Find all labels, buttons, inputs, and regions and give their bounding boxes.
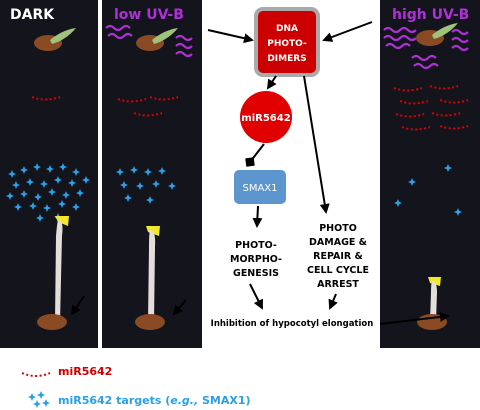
mirna-dark (31, 96, 61, 101)
photomorph-line2: MORPHO- (230, 254, 282, 265)
uv-rays-high (383, 26, 469, 70)
photomorph-line3: GENESIS (233, 268, 279, 279)
mir5642-node: miR5642 (240, 91, 292, 143)
dna-label-line2: PHOTO- (267, 39, 307, 49)
photomorph-line1: PHOTO- (235, 240, 277, 251)
seed-high (416, 23, 458, 46)
panel-dark-title: DARK (10, 7, 55, 23)
mirna-high (393, 85, 469, 131)
smax1-label: SMAX1 (242, 183, 277, 194)
damage-line5: ARREST (317, 279, 359, 290)
legend-targets-example: e.g., (170, 394, 198, 407)
damage-line4: CELL CYCLE (307, 265, 369, 276)
legend-targets-prefix: miR5642 targets ( (58, 394, 170, 407)
mir-node-label: miR5642 (241, 113, 290, 124)
arrow-low-to-dna (207, 29, 254, 44)
panel-dark-background (0, 0, 98, 348)
arrow-dna-to-mir (266, 75, 277, 90)
photomorphogenesis-label: PHOTO- MORPHO- GENESIS (230, 240, 282, 279)
mirna-low (117, 96, 179, 117)
panel-high-uvb: high UV-B (380, 0, 480, 348)
arrow-dna-to-damage (303, 75, 330, 214)
seedling-low (135, 226, 165, 330)
arrow-high-to-dna (322, 21, 373, 42)
arrow-smax1-to-photomorphogenesis (252, 205, 263, 228)
legend-mirna-symbol (21, 372, 51, 377)
panel-dark: DARK (0, 0, 98, 348)
damage-line1: PHOTO (319, 223, 357, 234)
arrow-to-dark-seedling (70, 295, 85, 316)
uv-rays-low (105, 24, 193, 58)
photodamage-label: PHOTO DAMAGE & REPAIR & CELL CYCLE ARRES… (307, 223, 369, 290)
mir-represses-smax1 (245, 143, 265, 167)
seed-low (136, 28, 178, 51)
legend-targets-suffix: SMAX1) (198, 394, 250, 407)
dna-photodimers-node: DNA PHOTO- DIMERS (254, 7, 320, 77)
panel-low-uvb: low UV-B (102, 0, 202, 348)
dna-label-line1: DNA (276, 24, 298, 34)
panel-high-uvb-background (380, 0, 480, 348)
arrow-photomorph-to-outcome (249, 283, 263, 310)
legend-target-symbol (28, 391, 50, 408)
arrow-to-low-seedling (172, 299, 187, 316)
damage-line2: DAMAGE & (309, 237, 367, 248)
dna-label-line3: DIMERS (267, 54, 306, 64)
panel-high-uvb-title: high UV-B (392, 7, 469, 23)
legend: miR5642 miR5642 targets (e.g., SMAX1) (21, 365, 251, 408)
legend-mirna-label: miR5642 (58, 365, 112, 378)
legend-targets-label: miR5642 targets (e.g., SMAX1) (58, 394, 251, 407)
panel-low-uvb-title: low UV-B (114, 7, 184, 23)
arrow-damage-to-outcome (328, 293, 338, 310)
outcome-label: Inhibition of hypocotyl elongation (211, 319, 374, 329)
smax1-node: SMAX1 (234, 170, 286, 204)
damage-line3: REPAIR & (313, 251, 363, 262)
seedling-dark (37, 216, 69, 330)
arrow-outcome-to-high-seedling (379, 311, 450, 325)
seed-dark (34, 28, 76, 51)
